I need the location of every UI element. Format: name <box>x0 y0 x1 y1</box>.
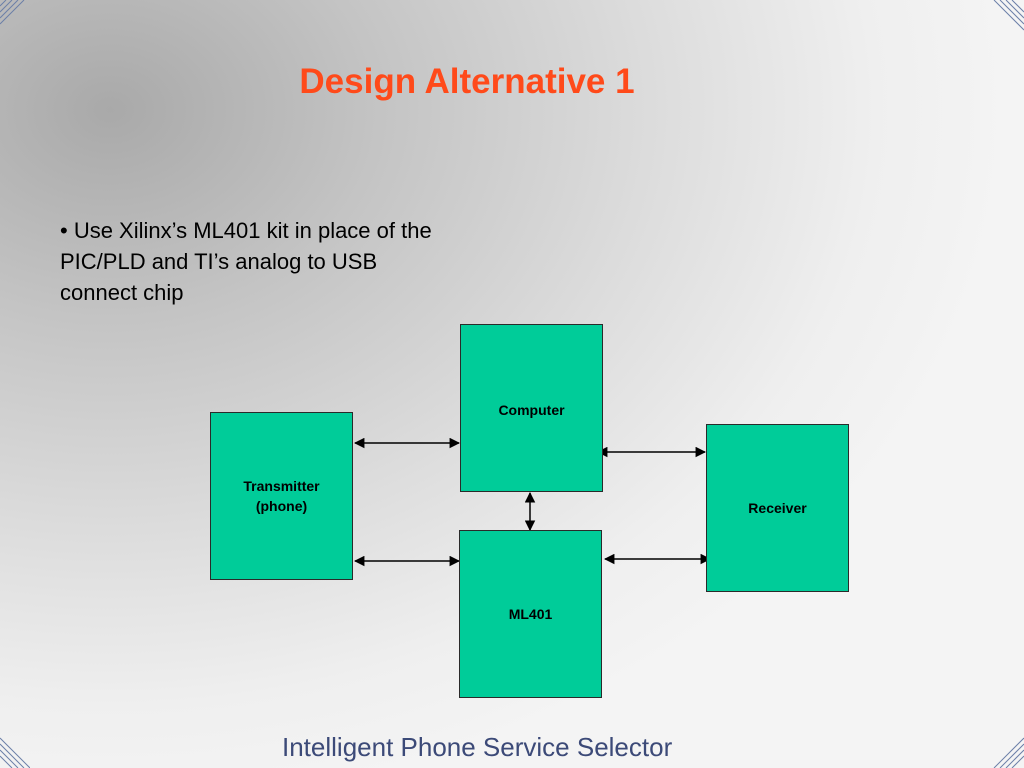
computer-label: Computer <box>498 402 565 418</box>
corner-decoration-bottom-left <box>0 737 30 768</box>
corner-decoration-top-right <box>993 0 1024 31</box>
bullet-text: • Use Xilinx’s ML401 kit in place of the… <box>60 218 432 305</box>
corner-decoration-top-left <box>0 0 25 25</box>
ml401-block: ML401 <box>459 530 602 698</box>
ml401-label: ML401 <box>508 606 553 622</box>
computer-block: Computer <box>460 324 603 492</box>
transmitter-label: Transmitter <box>243 478 320 494</box>
receiver-block: Receiver <box>706 424 849 592</box>
transmitter-sublabel: (phone) <box>255 498 308 514</box>
corner-decoration-bottom-right <box>993 737 1024 768</box>
transmitter-block: Transmitter (phone) <box>210 412 353 580</box>
receiver-label: Receiver <box>748 500 807 516</box>
slide-title: Design Alternative 1 <box>299 62 635 101</box>
footer-text: Intelligent Phone Service Selector <box>282 732 673 762</box>
